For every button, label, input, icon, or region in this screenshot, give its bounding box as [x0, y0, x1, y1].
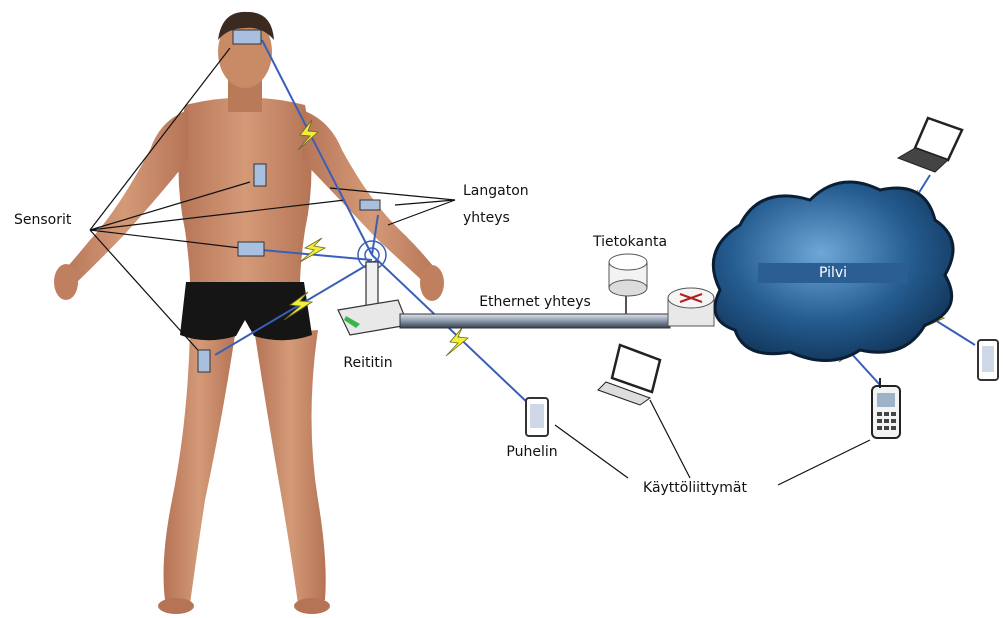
laptop-icon [898, 118, 962, 172]
phone-icon-right [978, 340, 998, 380]
ethernet-label: Ethernet yhteys [479, 294, 591, 311]
mobile-phone-icon [872, 378, 900, 438]
user-interfaces-label: Käyttöliittymät [643, 480, 747, 497]
desktop-icon [598, 345, 660, 405]
phone-icon [526, 398, 548, 436]
database-icon [609, 254, 647, 296]
phone-label: Puhelin [506, 444, 557, 461]
wireless-label-line2: yhteys [463, 210, 510, 227]
gateway-router-icon [668, 288, 714, 326]
sensors-label: Sensorit [14, 212, 71, 229]
cloud-label: Pilvi [758, 263, 908, 283]
router-label: Reititin [343, 355, 392, 372]
wireless-label-line1: Langaton [463, 183, 529, 200]
ui-pointer-lines [555, 400, 870, 485]
database-label: Tietokanta [593, 234, 667, 251]
